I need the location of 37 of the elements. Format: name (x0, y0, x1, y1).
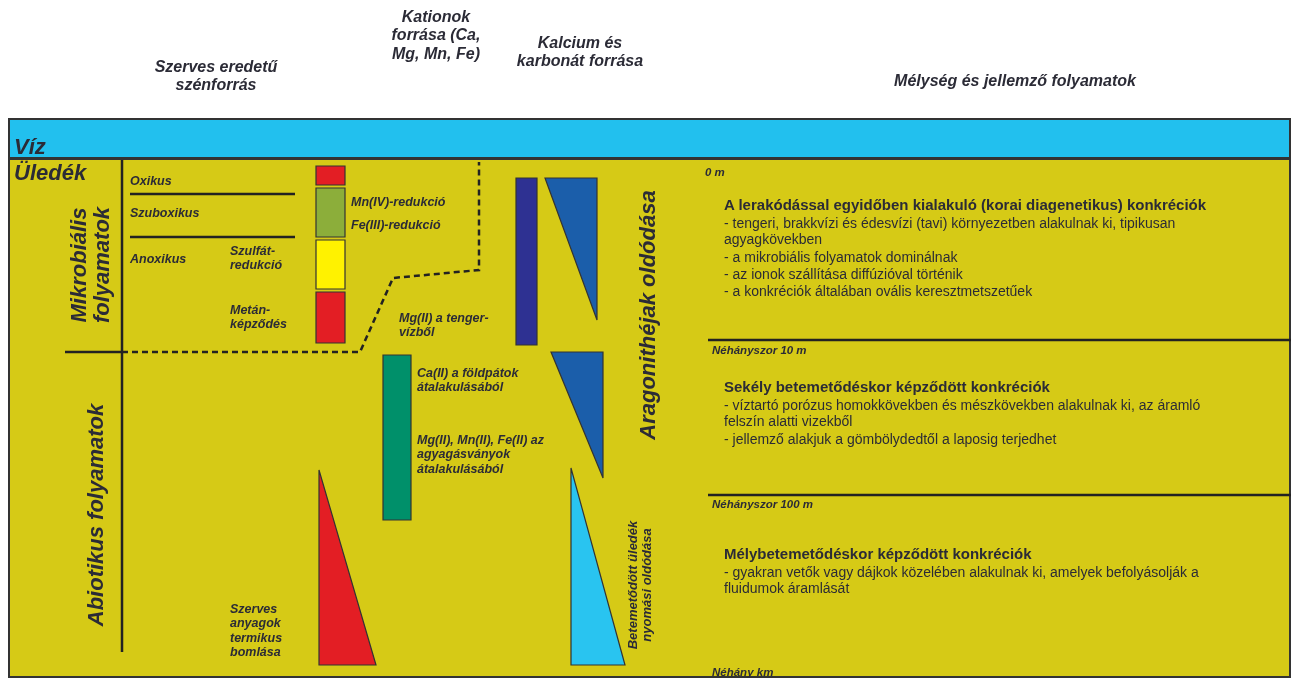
description-text: - jellemző alakjuk a gömbölydedtől a laposig terjedhet (724, 431, 1058, 448)
description-text: - az ionok szállítása diffúzióval történik (724, 266, 964, 283)
vertical-label: Mikrobiális folyamatok (66, 205, 114, 326)
water-band (8, 118, 1291, 159)
depth-label: Néhányszor 10 m (712, 344, 808, 358)
process-label: Metán-képződés (230, 303, 288, 332)
vertical-label: Betemetődött üledék nyomási oldódása (626, 519, 654, 652)
description-text: - a mikrobiális folyamatok dominálnak (724, 249, 959, 266)
process-label: Szerves anyagok termikus bomlása (230, 602, 284, 660)
vertical-label: Aragonithéjak oldódása (636, 189, 660, 442)
sediment-panel (8, 158, 1291, 678)
process-label: Szuboxikus (130, 206, 201, 221)
section-heading: Mélybetemetődéskor képződött konkréciók (724, 545, 1033, 563)
description-text: - gyakran vetők vagy dájkok közelében alakulnak ki, amelyek befolyásolják a fluidumok áramlását (724, 564, 1200, 597)
section-heading: Sekély betemetődéskor képződött konkréciók (724, 378, 1051, 396)
zone-label: Üledék (14, 160, 87, 186)
column-heading: Kationok forrása (Ca, Mg, Mn, Fe) (390, 8, 482, 64)
column-heading: Mélység és jellemző folyamatok (893, 72, 1137, 91)
column-heading: Szerves eredetű szénforrás (153, 58, 279, 95)
process-label: Oxikus (130, 174, 173, 189)
process-label: Mg(II) a tenger-vízből (399, 311, 490, 340)
process-label: Anoxikus (130, 252, 188, 267)
process-label: Fe(III)-redukció (351, 218, 442, 233)
process-label: Mg(II), Mn(II), Fe(II) az agyagásványok átalakulásából (417, 433, 546, 477)
description-text: - víztartó porózus homokkövekben és mészkövekben alakulnak ki, az áramló felszín alatti vizekből (724, 397, 1202, 430)
process-label: Ca(II) a földpátok átalakulásából (417, 366, 520, 395)
description-text: - tengeri, brakkvízi és édesvízi (tavi) környezetben alakulnak ki, tipikusan agyagkövekben (724, 215, 1177, 248)
depth-label: Néhány km (712, 666, 775, 680)
process-label: Mn(IV)-redukció (351, 195, 447, 210)
zone-label: Víz (14, 134, 46, 160)
depth-label: Néhányszor 100 m (712, 498, 814, 512)
section-heading: A lerakódással egyidőben kialakuló (korai diagenetikus) konkréciók (724, 196, 1208, 214)
process-label: Szulfát-redukció (230, 244, 284, 273)
column-heading: Kalcium és karbonát forrása (515, 34, 645, 71)
vertical-label: Abiotikus folyamatok (84, 402, 108, 629)
depth-label: 0 m (705, 166, 726, 180)
description-text: - a konkréciók általában ovális keresztmetszetűek (724, 283, 1034, 300)
